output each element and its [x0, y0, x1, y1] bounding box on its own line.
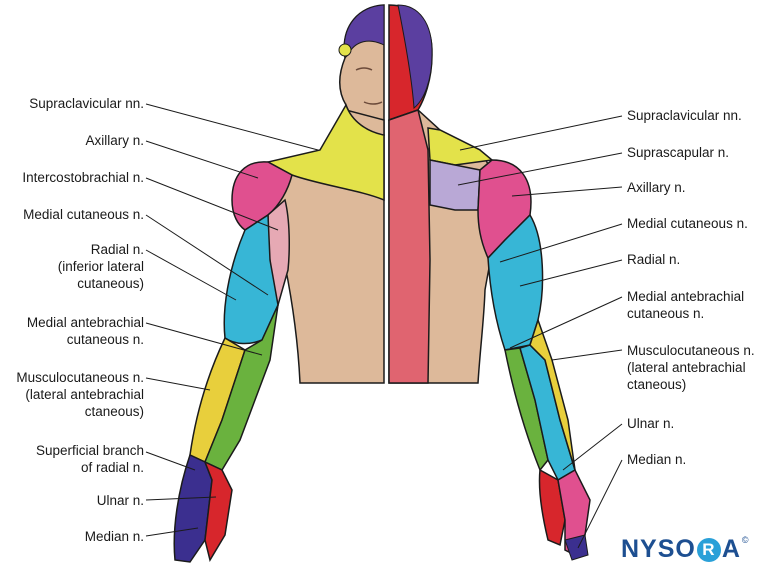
leader-r-ulnar: [562, 423, 623, 471]
leader-l-medante: [145, 322, 263, 356]
back-spinal-zone: [388, 109, 431, 384]
label-musculocutaneous-left: Musculocutaneous n.(lateral antebrachial…: [16, 370, 144, 419]
leader-r-supraclav: [459, 115, 623, 151]
label-musculocutaneous-right: Musculocutaneous n.(lateral antebrachial…: [627, 343, 755, 392]
leader-l-intercosto: [145, 177, 279, 231]
head-top-front: [343, 4, 385, 60]
leader-r-radial: [519, 259, 623, 287]
front-body: [173, 103, 385, 563]
label-medial-cutaneous-right: Medial cutaneous n.: [627, 216, 748, 231]
head: [338, 4, 433, 136]
front-supraclavicular-zone: [265, 103, 385, 202]
label-supraclavicular-right: Supraclavicular nn.: [627, 108, 742, 123]
face-eye: [355, 67, 373, 71]
leader-l-ulnar: [145, 496, 217, 501]
front-axillary-zone: [231, 161, 293, 231]
leader-r-medante: [509, 296, 623, 349]
copyright-mark: ©: [741, 535, 750, 545]
leader-r-medcut: [499, 223, 623, 263]
back-forearm-yellow: [529, 317, 576, 471]
label-ulnar-left: Ulnar n.: [96, 493, 144, 508]
leader-l-superficial: [145, 451, 196, 471]
leader-r-musculo: [551, 349, 623, 361]
back-body: [388, 109, 591, 561]
label-intercostobrachial-left: Intercostobrachial n.: [22, 170, 144, 185]
ear-spot: [338, 43, 352, 57]
label-suprascapular-right: Suprascapular n.: [627, 145, 730, 160]
leader-l-radial: [145, 249, 237, 301]
face-mouth: [363, 101, 383, 105]
label-median-right: Median n.: [627, 452, 687, 467]
leader-r-median: [577, 459, 623, 549]
label-ulnar-right: Ulnar n.: [627, 416, 675, 431]
leader-r-axillary: [511, 186, 623, 197]
leader-l-median: [145, 527, 199, 537]
head-back-purple: [397, 4, 433, 109]
label-medial-cutaneous-left: Medial cutaneous n.: [23, 207, 144, 222]
back-supraclavicular-zone: [427, 127, 494, 166]
label-axillary-right: Axillary n.: [627, 180, 686, 195]
label-radial-right: Radial n.: [627, 252, 681, 267]
label-axillary-left: Axillary n.: [85, 133, 144, 148]
front-forearm-green: [204, 304, 279, 471]
leader-lines: [145, 103, 623, 549]
leader-l-axillary: [145, 140, 259, 179]
leader-l-musculo: [145, 377, 211, 391]
back-hand-ulnar: [538, 468, 566, 547]
front-hand-ulnar: [203, 460, 233, 562]
logo-ring: R: [696, 538, 721, 562]
back-fingertips: [564, 534, 589, 561]
label-supraclavicular-left: Supraclavicular nn.: [29, 96, 144, 111]
leader-r-suprascap: [457, 152, 623, 186]
leader-l-supraclav: [145, 103, 319, 151]
leader-l-medcut: [145, 214, 269, 296]
label-median-left: Median n.: [84, 529, 144, 544]
